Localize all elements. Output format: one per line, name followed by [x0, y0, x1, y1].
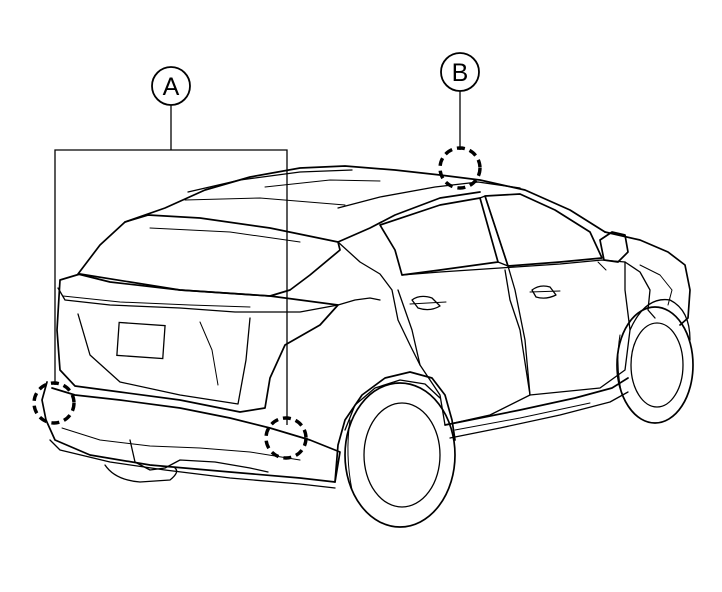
sensor-marker-roof: [438, 146, 482, 190]
sensor-marker-rear-right: [264, 416, 308, 460]
roof-panel-line: [184, 197, 346, 206]
tailgate-crease: [199, 321, 219, 386]
front-door-handle-detail: [529, 290, 561, 293]
callout-a: A: [54, 66, 288, 425]
front-fender: [624, 261, 656, 319]
rear-quarter-panel: [337, 191, 481, 243]
tailgate-outline: [56, 273, 339, 413]
roof-panel-line-2: [264, 179, 381, 188]
rear-underbody: [104, 464, 178, 483]
bumper-diffuser: [129, 439, 269, 473]
side-sill-lower: [449, 391, 629, 439]
rear-wheel: [344, 382, 456, 528]
front-wheel: [616, 306, 694, 424]
front-fender-arch: [629, 298, 691, 341]
roof-rail-left: [187, 169, 353, 193]
side-sill: [444, 377, 629, 426]
rear-window-inner: [149, 227, 301, 243]
front-tire: [616, 306, 694, 424]
window-beltline: [401, 259, 626, 276]
front-side-window: [484, 193, 603, 267]
rear-tire-tread: [347, 419, 353, 491]
sensor-marker-rear-left: [32, 381, 76, 425]
rear-door-outline: [397, 269, 531, 426]
bumper-lower-lip: [49, 439, 336, 489]
front-door-handle: [531, 285, 557, 299]
license-plate: [116, 321, 166, 360]
sensor-markers: [32, 146, 482, 460]
headlight: [639, 264, 673, 306]
rear-tire: [344, 382, 456, 528]
callout-b: B: [440, 52, 480, 150]
bumper-diffuser-2: [61, 427, 301, 461]
taillight-band: [57, 287, 339, 313]
front-door-outline: [507, 261, 631, 396]
rear-door-handle: [411, 295, 441, 311]
taillight-band-lower: [62, 295, 251, 308]
roof-rail-right: [337, 181, 521, 209]
rear-side-line: [337, 297, 381, 306]
callout-b-label: B: [452, 59, 469, 87]
rear-side-window: [379, 197, 499, 276]
callout-a-bracket: [54, 149, 288, 425]
rear-wheel-arch: [334, 371, 456, 483]
vehicle-body: [41, 165, 691, 489]
tailgate-recess: [77, 313, 251, 405]
c-pillar: [337, 241, 421, 366]
side-mirror: [599, 231, 629, 263]
roof-outline: [124, 165, 606, 233]
front-rim: [630, 322, 684, 408]
callout-b-circle: [440, 52, 480, 92]
rear-window: [77, 214, 341, 297]
b-pillar: [479, 195, 509, 267]
rear-rim: [363, 402, 441, 508]
front-tire-tread: [617, 334, 623, 396]
rear-door-handle-detail: [409, 301, 447, 305]
hood-outline: [604, 231, 691, 326]
callout-a-circle: [151, 66, 191, 106]
side-sill-crease: [454, 402, 591, 431]
callout-a-label: A: [163, 73, 180, 101]
side-mirror-stem: [597, 261, 607, 271]
